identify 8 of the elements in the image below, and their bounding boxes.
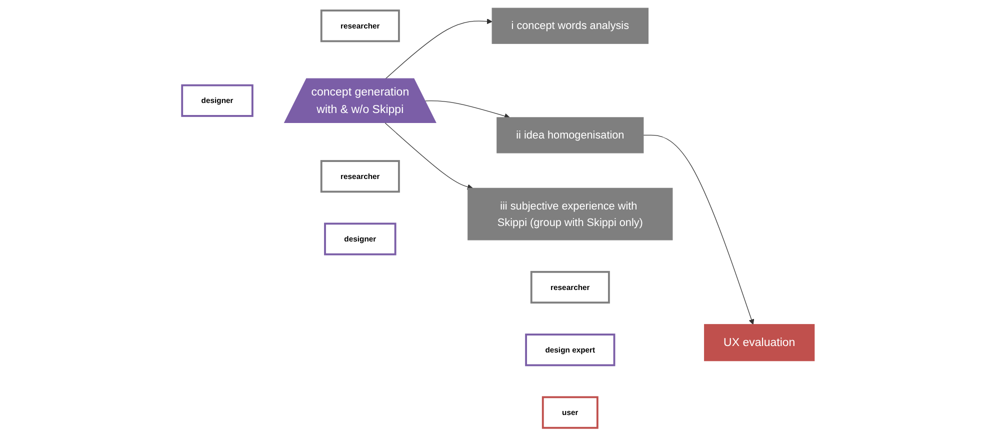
arrow	[642, 134, 754, 325]
node-box: iii subjective experience with Skippi (group with Skippi only)	[467, 188, 672, 240]
arrow	[424, 100, 510, 119]
node-box: i concept words analysis	[492, 8, 648, 44]
arrow	[384, 18, 492, 80]
node-box: UX evaluation	[704, 324, 814, 362]
node-box: ii idea homogenisation	[496, 117, 644, 154]
arrow	[384, 122, 473, 190]
